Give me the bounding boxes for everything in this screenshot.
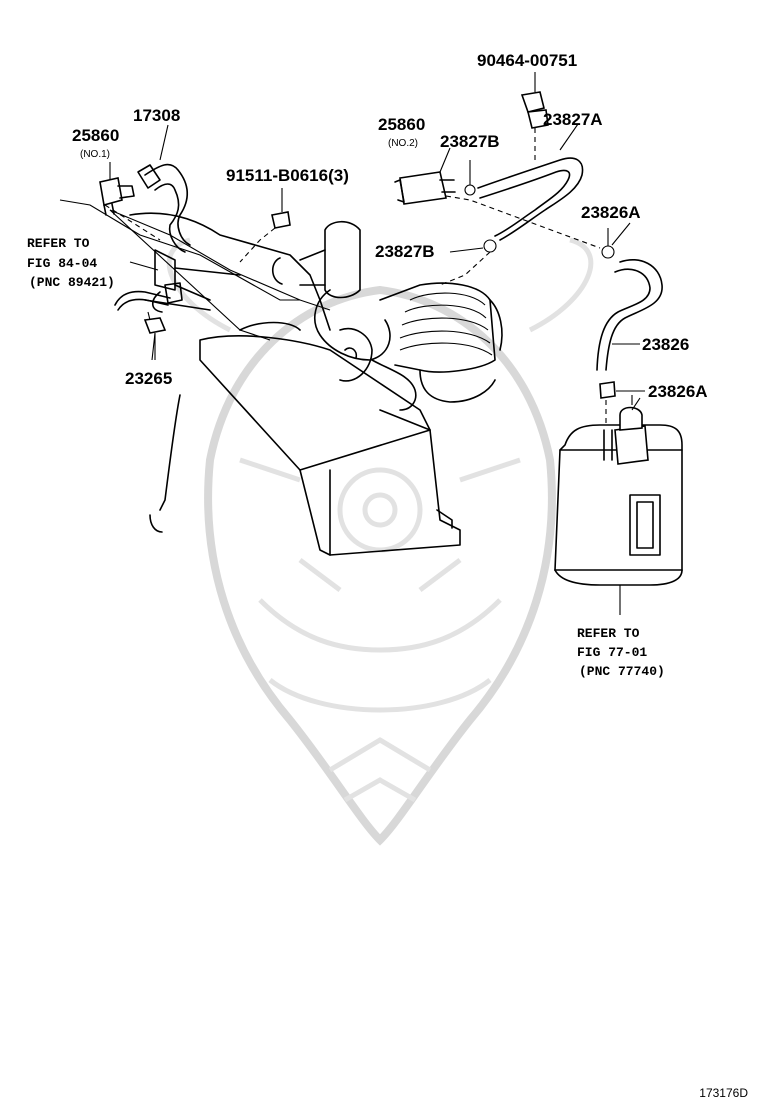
figure-id: 173176D <box>699 1086 748 1100</box>
vacuum-hoses <box>99 72 663 430</box>
label-17308: 17308 <box>133 106 180 125</box>
ref-right-line1: REFER TO <box>577 626 640 641</box>
label-91511-b0616: 91511-B0616(3) <box>226 166 349 185</box>
ref-left-line2: FIG 84-04 <box>27 256 97 271</box>
ref-left-line1: REFER TO <box>27 236 90 251</box>
label-23827a: 23827A <box>543 110 603 129</box>
leader-lines <box>109 123 645 392</box>
ref-left-line3: (PNC 89421) <box>29 275 115 290</box>
label-25860-no1-sub: (NO.1) <box>80 149 110 160</box>
ref-right-line3: (PNC 77740) <box>579 664 665 679</box>
label-23827b-mid: 23827B <box>375 242 435 261</box>
label-25860-no2: 25860 <box>378 115 425 134</box>
label-23265: 23265 <box>125 369 172 388</box>
intake-assembly <box>271 220 503 431</box>
label-23827b-top: 23827B <box>440 132 500 151</box>
label-25860-no1: 25860 <box>72 126 119 145</box>
label-25860-no2-sub: (NO.2) <box>388 138 418 149</box>
label-23826a-top: 23826A <box>581 203 641 222</box>
label-90464-00751: 90464-00751 <box>477 51 577 70</box>
label-23826a-bottom: 23826A <box>648 382 708 401</box>
watermark-emblem <box>166 237 594 846</box>
charcoal-canister <box>554 395 683 615</box>
ref-right-line2: FIG 77-01 <box>577 645 647 660</box>
label-23826: 23826 <box>642 335 689 354</box>
